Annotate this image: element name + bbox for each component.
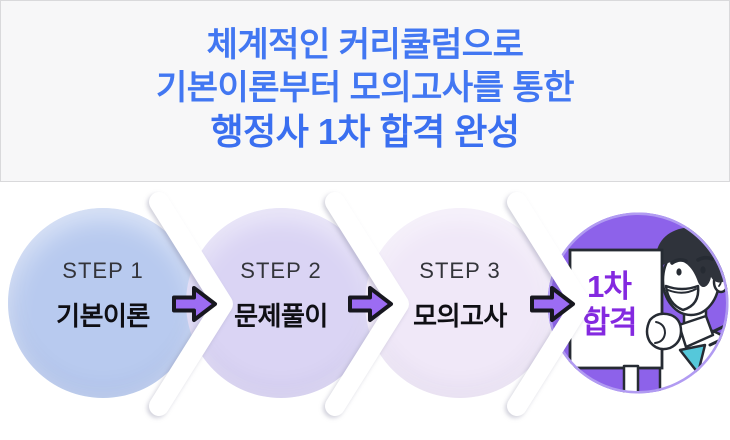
result-line-1: 1차 — [587, 269, 632, 304]
curriculum-steps: STEP 1 기본이론 STEP 2 문제풀이 STEP 3 모의고사 — [0, 182, 730, 440]
result-line-2: 합격 — [581, 305, 636, 340]
person-hand — [622, 312, 715, 394]
person-illustration — [655, 227, 729, 394]
step-1-circle: STEP 1 기본이론 — [8, 208, 198, 398]
banner-headline: 행정사 1차 합격 완성 — [210, 111, 521, 152]
step-2-circle: STEP 2 문제풀이 — [186, 208, 376, 398]
result-sign: 1차 합격 — [568, 248, 664, 370]
step-2-label: STEP 2 — [240, 257, 322, 283]
step-3-title: 모의고사 — [413, 300, 507, 331]
step-3-label: STEP 3 — [419, 257, 501, 283]
banner-line-2: 기본이론부터 모의고사를 통한 — [155, 69, 575, 107]
banner-line-1: 체계적인 커리큘럼으로 — [206, 26, 524, 64]
step-2-title: 문제풀이 — [234, 300, 328, 331]
step-1-title: 기본이론 — [56, 300, 150, 331]
step-3-circle: STEP 3 모의고사 — [365, 208, 555, 398]
step-1-label: STEP 1 — [62, 257, 144, 283]
person-hair — [655, 227, 729, 288]
promo-banner: 체계적인 커리큘럼으로 기본이론부터 모의고사를 통한 행정사 1차 합격 완성 — [0, 0, 730, 182]
teal-shirt — [678, 343, 707, 375]
result-circle: 1차 합격 — [547, 212, 729, 394]
